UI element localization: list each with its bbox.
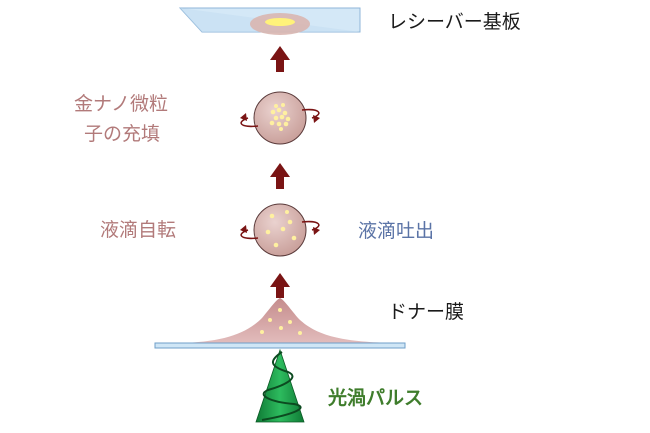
label-donor-film: ドナー膜 xyxy=(388,301,465,323)
arrow-up-2 xyxy=(270,163,290,189)
label-gold-nanoparticle-packing-line2: 子の充填 xyxy=(84,123,161,145)
label-droplet-ejection: 液滴吐出 xyxy=(358,220,435,242)
receiver-substrate xyxy=(178,7,361,35)
label-optical-vortex-pulse: 光渦パルス xyxy=(328,387,424,409)
label-gold-nanoparticle-packing-line1: 金ナノ微粒 xyxy=(74,93,169,115)
label-droplet-rotation: 液滴自転 xyxy=(100,219,177,241)
optical-vortex-beam xyxy=(255,348,305,423)
droplet-packing xyxy=(240,91,320,145)
donor-film xyxy=(180,298,395,343)
label-receiver-substrate: レシーバー基板 xyxy=(388,11,521,33)
arrow-up-3 xyxy=(270,273,290,298)
arrow-up-1 xyxy=(270,46,290,72)
donor-substrate xyxy=(154,342,406,349)
droplet-rotation xyxy=(240,203,320,257)
